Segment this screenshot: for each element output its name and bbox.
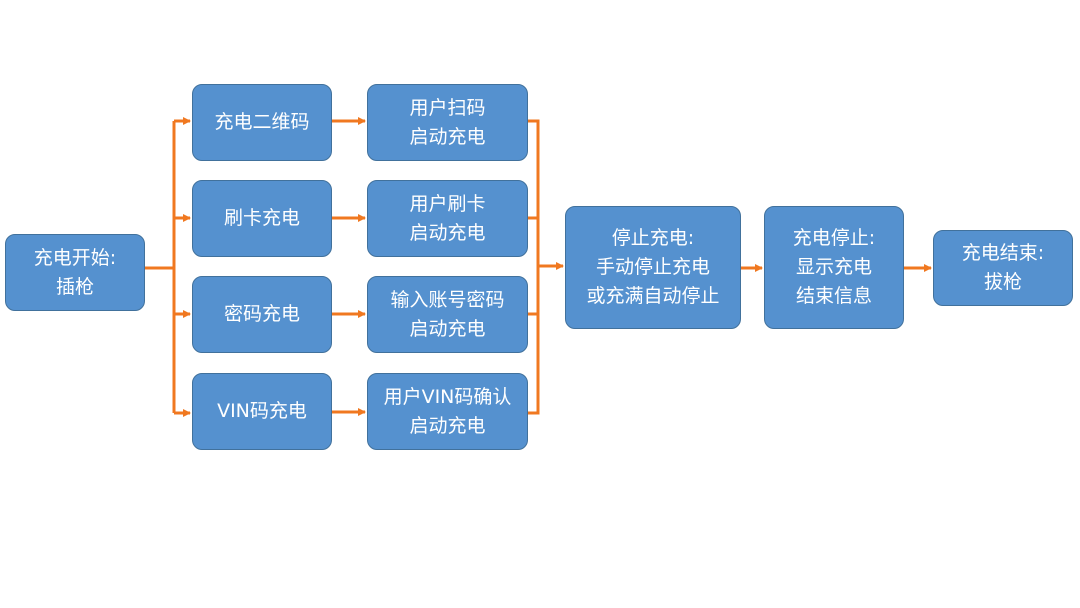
node-qr-code: 充电二维码 (192, 84, 332, 161)
node-end: 充电结束: 拔枪 (933, 230, 1073, 306)
connector-merge (528, 119, 540, 415)
node-stopped: 充电停止: 显示充电 结束信息 (764, 206, 904, 329)
node-password-start: 输入账号密码 启动充电 (367, 276, 528, 353)
node-card-start: 用户刷卡 启动充电 (367, 180, 528, 257)
node-vin: VIN码充电 (192, 373, 332, 450)
node-vin-start: 用户VIN码确认 启动充电 (367, 373, 528, 450)
node-card: 刷卡充电 (192, 180, 332, 257)
node-start: 充电开始: 插枪 (5, 234, 145, 311)
node-stop: 停止充电: 手动停止充电 或充满自动停止 (565, 206, 741, 329)
node-qr-start: 用户扫码 启动充电 (367, 84, 528, 161)
node-password: 密码充电 (192, 276, 332, 353)
